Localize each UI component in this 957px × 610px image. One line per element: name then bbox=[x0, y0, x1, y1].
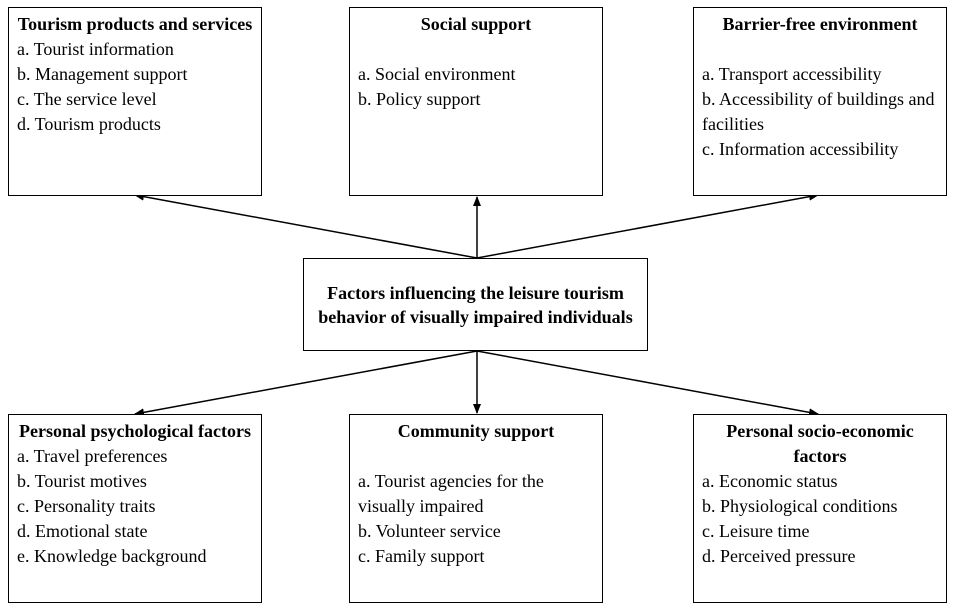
item-list: a. Tourist information b. Management sup… bbox=[17, 37, 253, 137]
item-list: a. Economic status b. Physiological cond… bbox=[702, 469, 938, 569]
box-social-support: Social support a. Social environment b. … bbox=[349, 7, 603, 196]
box-barrier-free: Barrier-free environment a. Transport ac… bbox=[693, 7, 947, 196]
list-item: b. Accessibility of buildings and facili… bbox=[702, 89, 935, 134]
arrow-to-personal-socio-economic bbox=[476, 350, 819, 417]
list-item: e. Knowledge background bbox=[17, 546, 207, 566]
item-list: a. Tourist agencies for the visually imp… bbox=[358, 469, 594, 569]
list-item: c. Leisure time bbox=[702, 521, 810, 541]
list-item: b. Management support bbox=[17, 64, 188, 84]
list-item: a. Transport accessibility bbox=[702, 64, 882, 84]
box-title: Barrier-free environment bbox=[722, 14, 918, 34]
box-personal-socio-economic: Personal socio-economic factors a. Econo… bbox=[693, 414, 947, 603]
box-personal-psychological: Personal psychological factors a. Travel… bbox=[8, 414, 262, 603]
list-item: d. Perceived pressure bbox=[702, 546, 856, 566]
box-community-support: Community support a. Tourist agencies fo… bbox=[349, 414, 603, 603]
box-title: Social support bbox=[420, 14, 532, 34]
arrow-to-tourism-products bbox=[134, 192, 478, 259]
list-item: b. Policy support bbox=[358, 89, 481, 109]
box-tourism-products: Tourism products and services a. Tourist… bbox=[8, 7, 262, 196]
arrow-to-barrier-free bbox=[476, 192, 819, 259]
central-factor-title: Factors influencing the leisure tourism … bbox=[318, 282, 633, 327]
list-item: c. Information accessibility bbox=[702, 139, 899, 159]
item-list: a. Travel preferences b. Tourist motives… bbox=[17, 444, 253, 569]
list-item: b. Volunteer service bbox=[358, 521, 501, 541]
box-title: Personal psychological factors bbox=[19, 421, 251, 441]
list-item: a. Economic status bbox=[702, 471, 838, 491]
list-item: c. Family support bbox=[358, 546, 485, 566]
list-item: d. Tourism products bbox=[17, 114, 161, 134]
list-item: a. Travel preferences bbox=[17, 446, 168, 466]
list-item: d. Emotional state bbox=[17, 521, 148, 541]
box-title: Community support bbox=[397, 421, 555, 441]
list-item: c. The service level bbox=[17, 89, 157, 109]
box-title: Tourism products and services bbox=[17, 14, 253, 34]
box-title: Personal socio-economic factors bbox=[726, 421, 914, 466]
item-list: a. Social environment b. Policy support bbox=[358, 62, 594, 112]
list-item: a. Tourist agencies for the visually imp… bbox=[358, 471, 544, 516]
list-item: a. Social environment bbox=[358, 64, 516, 84]
list-item: b. Tourist motives bbox=[17, 471, 147, 491]
list-item: b. Physiological conditions bbox=[702, 496, 898, 516]
central-factor-box: Factors influencing the leisure tourism … bbox=[303, 258, 648, 351]
list-item: a. Tourist information bbox=[17, 39, 174, 59]
list-item: c. Personality traits bbox=[17, 496, 156, 516]
arrow-to-personal-psychological bbox=[134, 350, 478, 417]
item-list: a. Transport accessibility b. Accessibil… bbox=[702, 62, 938, 162]
